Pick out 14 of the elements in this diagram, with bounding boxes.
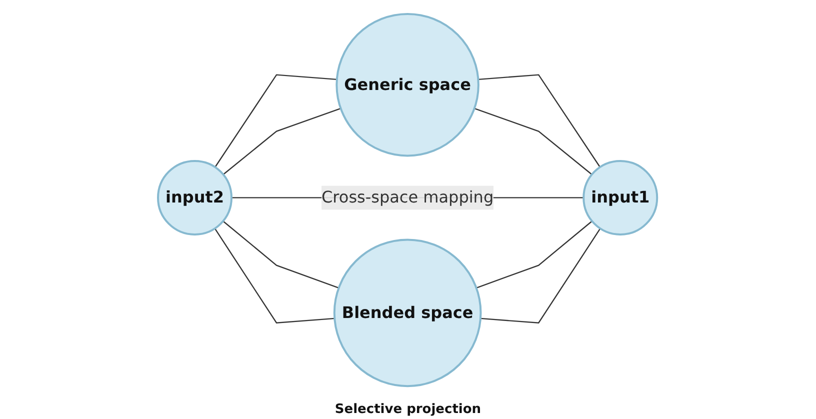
- connector: [214, 228, 336, 324]
- connector: [476, 220, 593, 288]
- projection-label: Selective projection: [334, 402, 482, 417]
- node-circle: Generic space: [336, 12, 480, 157]
- node-circle: Blended space: [334, 238, 482, 388]
- edge-label: Cross-space mapping: [322, 188, 494, 207]
- connector: [478, 74, 601, 168]
- connector: [474, 108, 593, 175]
- connector: [223, 108, 342, 175]
- connector: [480, 228, 602, 324]
- connector: [223, 220, 340, 288]
- node-circle: input1: [583, 160, 659, 236]
- node-circle: input2: [157, 160, 233, 236]
- connector: [215, 74, 338, 168]
